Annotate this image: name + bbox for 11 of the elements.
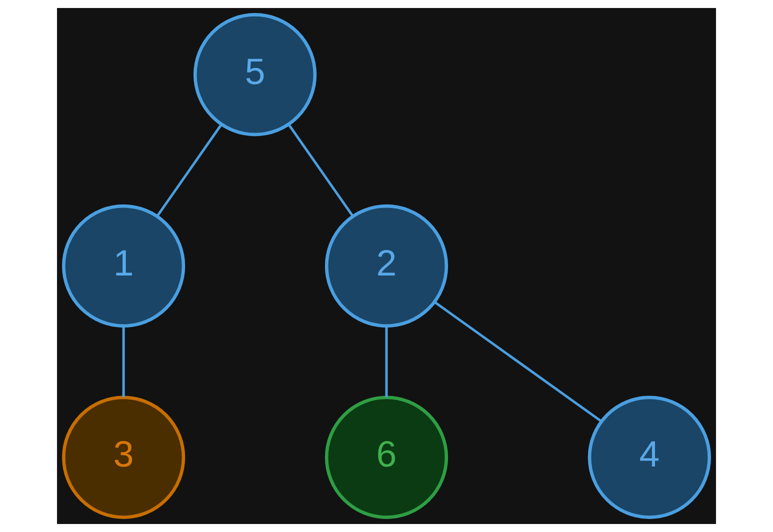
connector	[385, 326, 388, 398]
node-circle: 4	[588, 396, 711, 519]
connector	[122, 326, 125, 398]
connector	[156, 124, 222, 217]
node-circle: 6	[324, 396, 448, 519]
connector	[288, 124, 354, 217]
node-circle: 5	[193, 13, 317, 136]
node-circle: 2	[324, 204, 448, 328]
connector	[434, 301, 602, 422]
node-circle: 3	[62, 396, 186, 519]
node-circle: 1	[62, 204, 186, 328]
